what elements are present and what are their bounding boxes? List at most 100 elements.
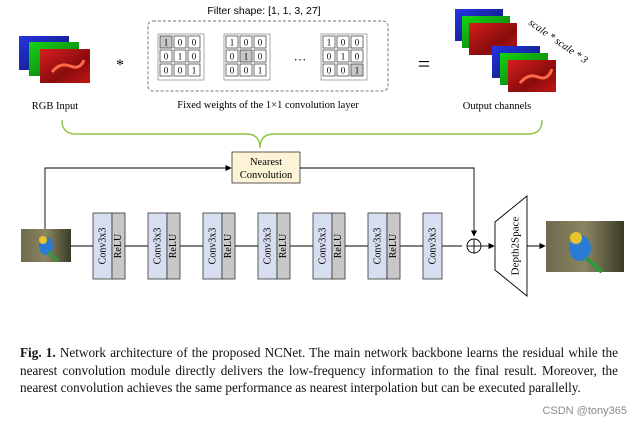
conv-relu-block: Conv3x3 ReLU xyxy=(202,212,236,280)
rgb-input-label: RGB Input xyxy=(32,101,78,112)
conv-label: Conv3x3 xyxy=(317,228,328,265)
rgb-input-stack xyxy=(19,36,90,83)
matrix-cell-value: 1 xyxy=(258,66,263,76)
skip-arrow-in xyxy=(44,164,232,229)
matrix-cell xyxy=(322,49,336,63)
matrix-cell xyxy=(350,63,364,77)
conv-label: Conv3x3 xyxy=(152,228,163,265)
matrix-cell-value: 0 xyxy=(258,52,263,62)
matrix-cell xyxy=(350,49,364,63)
matrix-cell-value: 1 xyxy=(178,52,183,62)
matrix-cell-value: 0 xyxy=(258,38,263,48)
output-channels-stack: ··· xyxy=(455,9,556,92)
backbone-blocks: Conv3x3 ReLU Conv3x3 ReLU Conv3x3 ReLU Conv3x3… xyxy=(92,212,443,280)
matrix-cell xyxy=(336,35,350,49)
matrix-cell-value: 0 xyxy=(164,52,169,62)
matrix-cell xyxy=(187,35,201,49)
matrix-cell xyxy=(253,49,267,63)
matrix-cell xyxy=(239,35,253,49)
relu-label: ReLU xyxy=(223,233,234,258)
relu-block xyxy=(331,212,346,280)
matrix-cell xyxy=(187,63,201,77)
matrix-cell xyxy=(336,63,350,77)
depth2space-block xyxy=(494,195,528,297)
architecture-figure: RGB Input * Filter shape: [1, 1, 3, 27] … xyxy=(19,5,624,297)
figure-caption: Fig. 1. Network architecture of the prop… xyxy=(20,344,618,397)
matrix-cell xyxy=(253,63,267,77)
input-photo xyxy=(21,229,71,263)
matrix-cell xyxy=(225,63,239,77)
matrix-border xyxy=(320,33,368,81)
relu-label: ReLU xyxy=(113,233,124,258)
matrix-cell-value: 0 xyxy=(192,52,197,62)
skip-arrow-out xyxy=(300,167,478,237)
conv-block xyxy=(422,212,443,280)
matrix-cell xyxy=(159,49,173,63)
matrix-cell-value: 0 xyxy=(327,66,332,76)
weights-label: Fixed weights of the 1×1 convolution lay… xyxy=(177,100,359,111)
conv-label: Conv3x3 xyxy=(427,228,438,265)
matrix-cell xyxy=(336,49,350,63)
matrix-cell xyxy=(173,35,187,49)
matrix-cell-value: 1 xyxy=(192,66,197,76)
matrix-cell xyxy=(239,63,253,77)
relu-label: ReLU xyxy=(168,233,179,258)
weights-box xyxy=(147,20,389,92)
watermark: CSDN @tony365 xyxy=(542,405,627,417)
nearest-label-line1: Nearest xyxy=(250,157,282,168)
relu-block xyxy=(386,212,401,280)
relu-label: ReLU xyxy=(333,233,344,258)
nearest-label-line2: Convolution xyxy=(240,170,293,181)
final-conv-block: Conv3x3 xyxy=(422,212,443,280)
matrix-cell-value: 0 xyxy=(192,38,197,48)
relu-block xyxy=(276,212,291,280)
matrix-cell xyxy=(159,63,173,77)
matrix-cell-value: 1 xyxy=(327,38,332,48)
equals-symbol: = xyxy=(418,51,430,76)
relu-label: ReLU xyxy=(278,233,289,258)
matrix-border xyxy=(157,33,205,81)
output-photo xyxy=(546,221,624,274)
matrix-cell-value: 0 xyxy=(230,66,235,76)
matrix-cell-value: 0 xyxy=(164,66,169,76)
matrix-cell xyxy=(159,35,173,49)
nearest-convolution-box xyxy=(231,151,301,184)
matrix-cell xyxy=(225,35,239,49)
matrix-cell-value: 1 xyxy=(355,66,360,76)
green-bracket xyxy=(61,119,543,149)
matrix-cell xyxy=(322,35,336,49)
matrix-cell xyxy=(253,35,267,49)
matrix-cell-value: 0 xyxy=(178,38,183,48)
matrix-cell-value: 1 xyxy=(164,38,169,48)
multiply-symbol: * xyxy=(116,57,124,74)
matrix-border xyxy=(223,33,271,81)
conv-relu-block: Conv3x3 ReLU xyxy=(312,212,346,280)
matrix-cell-value: 1 xyxy=(230,38,235,48)
matrix-cell xyxy=(322,63,336,77)
matrix-cell-value: 0 xyxy=(178,66,183,76)
matrix-cell-value: 1 xyxy=(341,52,346,62)
relu-block xyxy=(111,212,126,280)
weights-ellipsis: ··· xyxy=(294,52,307,67)
conv-label: Conv3x3 xyxy=(262,228,273,265)
matrix-cell xyxy=(187,49,201,63)
matrix-cell xyxy=(173,63,187,77)
conv-label: Conv3x3 xyxy=(207,228,218,265)
relu-block xyxy=(166,212,181,280)
relu-label: ReLU xyxy=(388,233,399,258)
conv-label: Conv3x3 xyxy=(97,228,108,265)
output-channels-label: Output channels xyxy=(463,101,532,112)
matrix-cell-value: 0 xyxy=(244,66,249,76)
filter-shape-label: Filter shape: [1, 1, 3, 27] xyxy=(207,5,320,17)
matrix-cell-value: 0 xyxy=(230,52,235,62)
depth2space-label: Depth2Space xyxy=(510,217,522,276)
matrix-cell-value: 0 xyxy=(341,66,346,76)
matrix-cell xyxy=(225,49,239,63)
matrix-cell-value: 0 xyxy=(244,38,249,48)
matrix-cell-value: 0 xyxy=(355,38,360,48)
conv-relu-block: Conv3x3 ReLU xyxy=(92,212,126,280)
matrix-cell xyxy=(350,35,364,49)
